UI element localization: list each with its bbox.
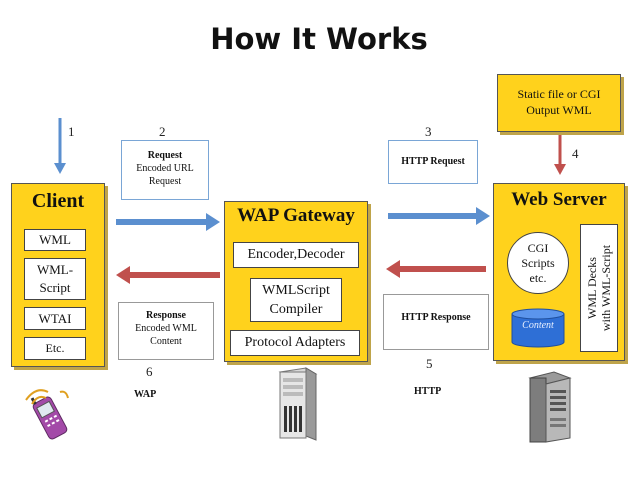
- http-response-note: HTTP Response: [383, 294, 489, 350]
- cgi-scripts-circle: CGI Scripts etc.: [507, 232, 569, 294]
- step-number-3: 3: [425, 124, 432, 139]
- response-note-title: Response: [145, 310, 186, 321]
- gateway-server-icon: [278, 367, 318, 441]
- client-item-wtai: WTAI: [24, 307, 86, 330]
- mobile-phone-icon: [25, 389, 69, 440]
- http-response-label: HTTP Response: [401, 312, 471, 323]
- response-note: Response Encoded WML Content: [118, 302, 214, 360]
- request-note-title: Request: [147, 150, 183, 161]
- http-request-note: HTTP Request: [388, 140, 478, 184]
- wml-decks-label: WML Decks with WML-Script: [585, 244, 613, 332]
- client-item-etc: Etc.: [24, 337, 86, 360]
- http-label: HTTP: [414, 386, 442, 397]
- arrow-response-server-gateway: [386, 260, 486, 278]
- gateway-item-wmlscript-compiler: WMLScript Compiler: [250, 278, 342, 322]
- content-label: Content: [522, 320, 554, 331]
- step-number-6: 6: [146, 364, 153, 379]
- gateway-item-protocol-adapters: Protocol Adapters: [230, 330, 360, 356]
- web-server-heading: Web Server: [511, 189, 607, 210]
- http-request-label: HTTP Request: [401, 156, 465, 167]
- request-note: Request Encoded URL Request: [121, 140, 209, 200]
- step-number-5: 5: [426, 356, 433, 371]
- client-heading: Client: [31, 190, 85, 212]
- wml-decks-box: WML Decks with WML-Script: [580, 224, 618, 352]
- arrow-response-gateway-client: [116, 266, 220, 284]
- client-item-wml: WML: [24, 229, 86, 251]
- arrow-1: [54, 118, 66, 174]
- wap-gateway-heading: WAP Gateway: [237, 205, 355, 226]
- step-number-2: 2: [159, 124, 166, 139]
- page-title: How It Works: [210, 22, 428, 56]
- arrow-4: [554, 132, 566, 175]
- arrow-request-client-gateway: [116, 213, 220, 231]
- request-note-body: Encoded URL Request: [136, 163, 194, 187]
- step-number-4: 4: [572, 146, 579, 161]
- content-database-icon: [511, 308, 565, 348]
- static-file-box: Static file or CGI Output WML: [497, 74, 621, 132]
- gateway-item-encoder-decoder: Encoder,Decoder: [233, 242, 359, 268]
- response-note-body: Encoded WML Content: [135, 323, 197, 347]
- web-server-icon: [528, 371, 572, 443]
- client-item-wml-script: WML- Script: [24, 258, 86, 300]
- step-number-1: 1: [68, 124, 75, 139]
- wap-label: WAP: [134, 389, 157, 400]
- arrow-request-gateway-server: [388, 207, 490, 225]
